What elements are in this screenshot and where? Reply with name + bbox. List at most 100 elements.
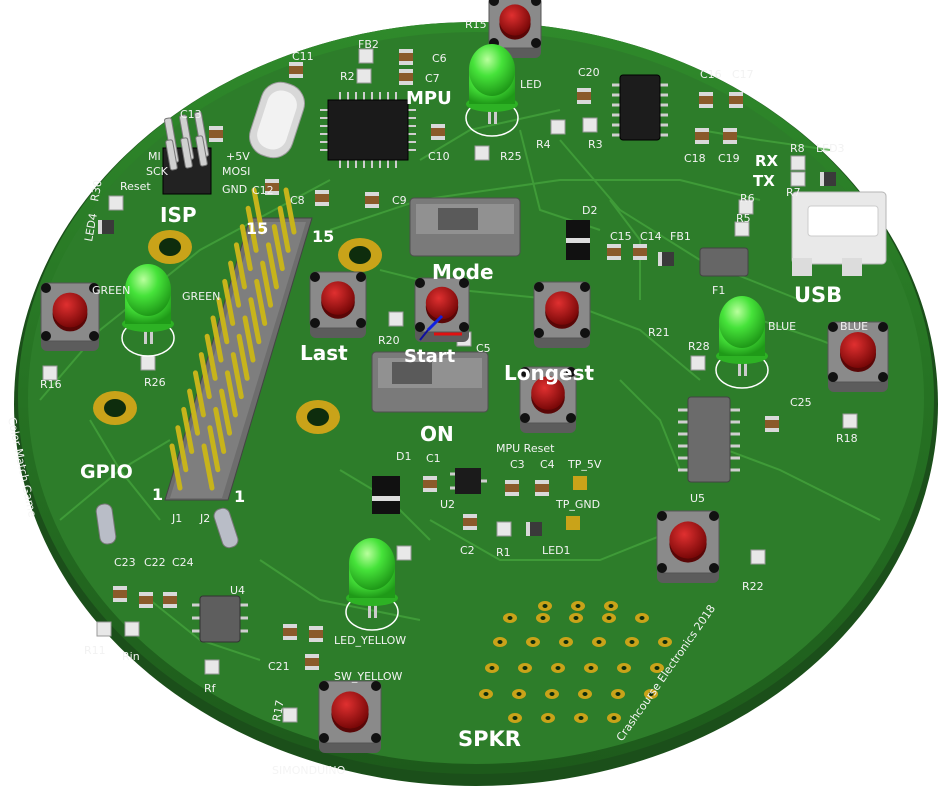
header-pin <box>248 297 262 345</box>
header-pin <box>283 187 297 235</box>
diode-d1 <box>372 476 400 514</box>
designator-c19: C19 <box>718 152 740 165</box>
speaker-pad <box>571 601 585 611</box>
header-pin <box>245 205 259 253</box>
tp-5v-label: TP_5V <box>567 458 602 471</box>
green-led <box>121 264 175 357</box>
designator-r16: R16 <box>40 378 62 391</box>
mounting-hole <box>148 230 192 264</box>
header-pin <box>222 278 236 326</box>
mounting-hole <box>93 391 137 425</box>
green-led <box>345 538 399 631</box>
smd-capacitor <box>365 192 379 208</box>
designator-rin: Rin <box>122 650 140 663</box>
smd-resistor <box>42 365 58 381</box>
designator-fb2: FB2 <box>358 38 379 51</box>
speaker-pad <box>584 663 598 673</box>
smd-resistor <box>108 195 124 211</box>
mpu-reset-label: MPU Reset <box>496 442 555 455</box>
speaker-pad-grid <box>479 601 672 723</box>
header-pin <box>236 333 250 381</box>
header-15-left: 15 <box>246 219 268 238</box>
designator-c20: C20 <box>578 66 600 79</box>
tactile-button <box>414 277 470 342</box>
speaker-pad <box>479 689 493 699</box>
designator-r3: R3 <box>588 138 603 151</box>
designator-c18: C18 <box>684 152 706 165</box>
start-label: Start <box>404 346 456 367</box>
header-pin <box>277 205 291 253</box>
speaker-pad <box>551 663 565 673</box>
j1-label: J1 <box>171 512 182 525</box>
speaker-pad <box>604 601 618 611</box>
speaker-pad <box>574 713 588 723</box>
header-pin <box>230 352 244 400</box>
usb-connector <box>791 191 887 276</box>
isp-reset-label: Reset <box>120 180 151 193</box>
header-pin <box>265 242 279 290</box>
header-pin <box>210 315 224 363</box>
isp-gnd-label: GND <box>222 183 247 196</box>
tactile-button <box>488 0 542 58</box>
speaker-pad <box>611 689 625 699</box>
header-pin <box>233 242 247 290</box>
smd-led <box>98 220 114 234</box>
axis-gizmo <box>419 314 462 341</box>
smd-resistor <box>356 68 372 84</box>
header-pin <box>169 443 183 491</box>
designator-r6: R6 <box>740 192 755 205</box>
header-15-right: 15 <box>312 227 334 246</box>
speaker-pad <box>493 637 507 647</box>
header-pin <box>219 388 233 436</box>
speaker-pad <box>485 663 499 673</box>
speaker-pad <box>503 613 517 623</box>
test-pads <box>566 476 587 530</box>
usb-label: USB <box>794 283 842 307</box>
header-pin <box>187 388 201 436</box>
designator-c4: C4 <box>540 458 555 471</box>
speaker-pad <box>617 663 631 673</box>
smd-resistor <box>474 145 490 161</box>
smd-resistor <box>842 413 858 429</box>
speaker-pad <box>650 663 664 673</box>
smd-resistor <box>738 199 754 215</box>
mpu-chip <box>320 92 416 168</box>
smd-resistor <box>358 48 374 64</box>
header-pin <box>192 370 206 418</box>
simonduino-label: SIMONDUINO <box>272 764 346 777</box>
tactile-button <box>40 282 100 351</box>
smd-capacitor <box>265 179 279 195</box>
mode-label: Mode <box>432 260 494 284</box>
designator-r18: R18 <box>836 432 858 445</box>
designator-r15: R15 <box>465 18 487 31</box>
smd-resistor <box>550 119 566 135</box>
smd-capacitor <box>163 592 177 608</box>
designator-led1: LED1 <box>542 544 571 557</box>
designator-r28: R28 <box>688 340 710 353</box>
speaker-pad <box>508 713 522 723</box>
smd-resistor <box>790 171 806 187</box>
speaker-pad <box>559 637 573 647</box>
speaker-pad <box>607 713 621 723</box>
crystal-oscillator <box>249 81 305 159</box>
designator-c11: C11 <box>292 50 314 63</box>
smd-resistor <box>582 117 598 133</box>
isp-miso-label: MI <box>148 150 161 163</box>
header-pin <box>201 443 215 491</box>
u5-chip <box>678 396 740 483</box>
smd-capacitor <box>765 416 779 432</box>
smd-capacitor <box>315 190 329 206</box>
isp-mosi-label: MOSI <box>222 165 250 178</box>
speaker-pad <box>569 613 583 623</box>
tx-label: TX <box>753 172 775 190</box>
tactile-button <box>309 271 367 338</box>
designator-c17: C17 <box>732 68 754 81</box>
designator-c8: C8 <box>290 194 305 207</box>
smd-capacitor <box>309 626 323 642</box>
designator-r26: R26 <box>144 376 166 389</box>
tactile-button <box>656 510 720 583</box>
smd-led <box>658 252 674 266</box>
smd-capacitor <box>113 586 127 602</box>
designator-d2: D2 <box>582 204 597 217</box>
header-pin <box>228 260 242 308</box>
